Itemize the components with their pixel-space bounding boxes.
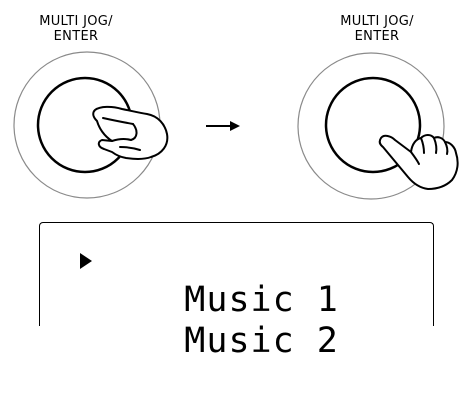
left-knob-label: MULTI JOG/ ENTER xyxy=(0,14,152,44)
menu-item-music-1[interactable]: Music 1 xyxy=(80,240,339,360)
right-arrow-icon xyxy=(206,121,240,131)
right-knob-outer-ring xyxy=(297,52,445,200)
menu-item-music-2[interactable]: Music 2 xyxy=(96,281,339,401)
press-hand-icon xyxy=(92,105,169,160)
menu-item-label: Music 1 xyxy=(184,280,339,320)
right-knob-label-line2: ENTER xyxy=(354,29,400,44)
rotate-hand-icon xyxy=(378,134,459,190)
lcd-display: Music 1 Music 2 xyxy=(39,222,434,361)
selection-triangle-icon xyxy=(80,253,92,269)
right-knob-label-line1: MULTI JOG/ xyxy=(340,14,414,29)
left-knob-label-line1: MULTI JOG/ xyxy=(39,14,113,29)
menu-item-label: Music 2 xyxy=(184,321,339,361)
left-knob-label-line2: ENTER xyxy=(53,29,99,44)
right-knob-label: MULTI JOG/ ENTER xyxy=(299,14,455,44)
diagram-art xyxy=(13,51,459,200)
